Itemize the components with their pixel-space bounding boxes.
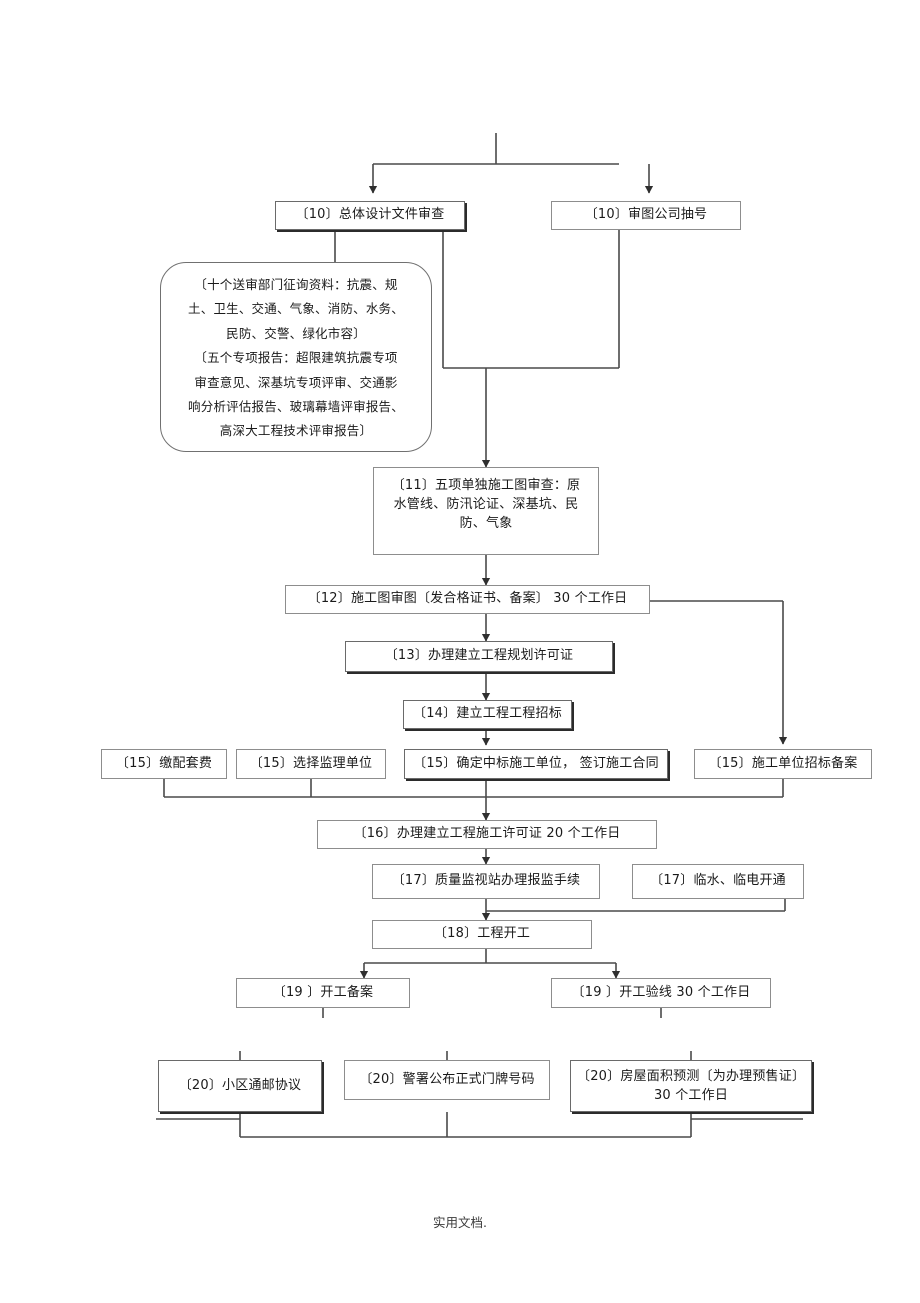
node-label: 〔18〕工程开工 [433,926,531,942]
node-14-project-tender[interactable]: 〔14〕建立工程工程招标 [403,700,572,729]
node-15-confirm-contractor-sign-contract[interactable]: 〔15〕确定中标施工单位， 签订施工合同 [404,749,668,779]
note-line-1: 〔十个送审部门征询资料：抗震、规 [194,277,398,292]
node-label: 〔19 〕开工备案 [272,984,374,1000]
node-20c-line-2: 30 个工作日 [653,1087,729,1103]
node-16-construction-permit[interactable]: 〔16〕办理建立工程施工许可证 20 个工作日 [317,820,657,849]
note-line-6: 响分析评估报告、玻璃幕墙评审报告、 [188,398,404,414]
note-line-3: 民防、交警、绿化市容〕 [226,325,366,341]
node-15-contractor-tender-filing[interactable]: 〔15〕施工单位招标备案 [694,749,872,779]
node-19-start-line-inspection[interactable]: 〔19 〕开工验线 30 个工作日 [551,978,771,1008]
node-label: 〔15〕确定中标施工单位， 签订施工合同 [413,755,659,771]
node-label: 〔13〕办理建立工程规划许可证 [384,648,574,664]
node-12-drawing-review-certificate[interactable]: 〔12〕施工图审图〔发合格证书、备案〕 30 个工作日 [285,585,650,614]
node-label: 〔19 〕开工验线 30 个工作日 [571,984,751,1000]
node-11-line-1: 〔11〕五项单独施工图审查：原 [391,478,581,493]
note-line-2: 土、卫生、交通、气象、消防、水务、 [188,301,404,317]
page-footer-note: 实用文档. [0,1212,920,1231]
node-11-line-3: 防、气象 [459,515,513,531]
node-11-five-separate-drawing-reviews[interactable]: 〔11〕五项单独施工图审查：原 水管线、防汛论证、深基坑、民 防、气象 [373,467,599,555]
node-label: 〔15〕施工单位招标备案 [708,755,858,771]
node-20-postal-agreement[interactable]: 〔20〕小区通邮协议 [158,1060,322,1112]
node-label: 〔10〕审图公司抽号 [584,207,708,223]
note-line-7: 高深大工程技术评审报告〕 [219,423,373,439]
node-label: 〔12〕施工图审图〔发合格证书、备案〕 30 个工作日 [307,591,628,607]
node-label: 〔16〕办理建立工程施工许可证 20 个工作日 [353,826,621,842]
node-20-floor-area-survey[interactable]: 〔20〕房屋面积预测〔为办理预售证〕 30 个工作日 [570,1060,812,1112]
node-label: 〔15〕选择监理单位 [249,755,373,771]
note-line-4: 〔五个专项报告：超限建筑抗震专项 [194,350,398,366]
node-15-pay-supporting-fee[interactable]: 〔15〕缴配套费 [101,749,227,779]
node-label: 〔20〕小区通邮协议 [178,1077,302,1093]
note-submission-materials: 〔十个送审部门征询资料：抗震、规 土、卫生、交通、气象、消防、水务、 民防、交警… [160,262,432,452]
node-20c-line-1: 〔20〕房屋面积预测〔为办理预售证〕 [577,1069,806,1084]
node-15-select-supervision-unit[interactable]: 〔15〕选择监理单位 [236,749,386,779]
node-18-project-start[interactable]: 〔18〕工程开工 [372,920,592,949]
node-10-review-company-draw[interactable]: 〔10〕审图公司抽号 [551,201,741,230]
note-line-5: 审查意见、深基坑专项评审、交通影 [194,374,398,390]
node-label: 〔17〕临水、临电开通 [650,873,786,889]
node-label: 〔17〕质量监视站办理报监手续 [391,873,581,889]
node-17-quality-station-filing[interactable]: 〔17〕质量监视站办理报监手续 [372,864,600,899]
node-10-overall-design-review[interactable]: 〔10〕总体设计文件审查 [275,201,465,230]
node-20-police-house-number[interactable]: 〔20〕警署公布正式门牌号码 [344,1060,550,1100]
node-label: 〔20〕警署公布正式门牌号码 [359,1071,535,1087]
node-label: 〔10〕总体设计文件审查 [295,207,445,223]
node-label: 〔15〕缴配套费 [115,755,213,771]
node-label: 〔14〕建立工程工程招标 [413,706,562,722]
node-11-line-2: 水管线、防汛论证、深基坑、民 [393,496,579,512]
footer-text: 实用文档. [433,1215,487,1230]
node-19-start-filing[interactable]: 〔19 〕开工备案 [236,978,410,1008]
node-13-construction-planning-permit[interactable]: 〔13〕办理建立工程规划许可证 [345,641,613,672]
node-17-temporary-water-power[interactable]: 〔17〕临水、临电开通 [632,864,804,899]
